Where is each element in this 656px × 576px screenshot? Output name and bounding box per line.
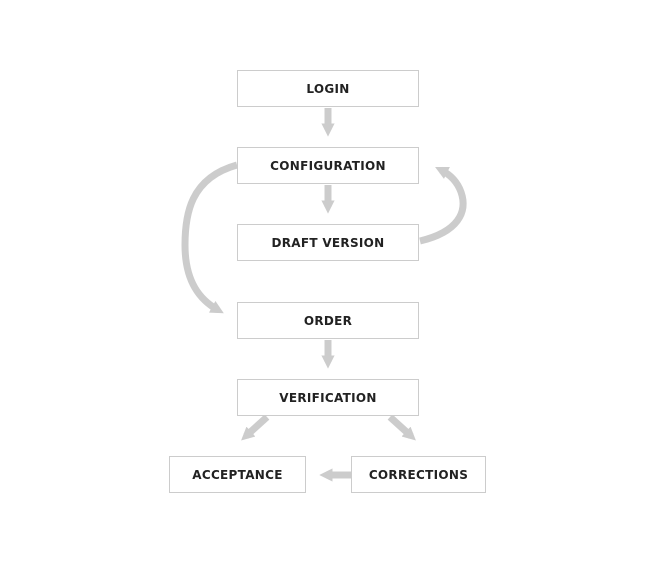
node-login: LOGIN: [237, 70, 419, 107]
node-corrections: CORRECTIONS: [351, 456, 486, 493]
node-verification: VERIFICATION: [237, 379, 419, 416]
arrow-verification-to-corrections: [387, 414, 416, 441]
node-acceptance: ACCEPTANCE: [169, 456, 306, 493]
node-order: ORDER: [237, 302, 419, 339]
arrow-verification-to-acceptance: [241, 414, 270, 441]
arrow-configuration-to-order: [181, 161, 239, 314]
node-draft-version: DRAFT VERSION: [237, 224, 419, 261]
arrow-draft-to-configuration: [419, 166, 467, 245]
node-configuration: CONFIGURATION: [237, 147, 419, 184]
